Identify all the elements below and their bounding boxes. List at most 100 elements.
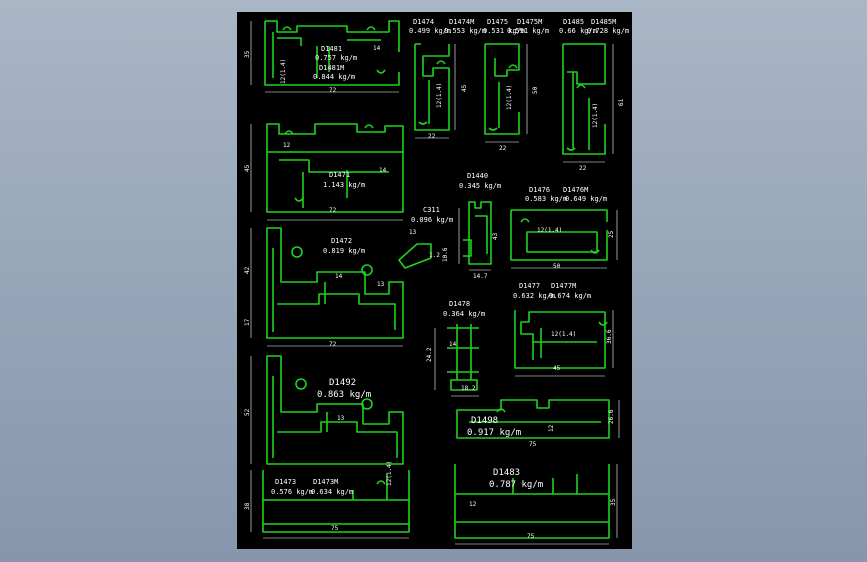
d1481-dim-14: 14 — [373, 45, 381, 52]
d1478-height: 24.2 — [426, 347, 433, 362]
d1476-code: D1476 — [529, 186, 551, 194]
d1477-mass: 0.632 kg/m — [513, 292, 556, 300]
d1485m-mass: 0.728 kg/m — [587, 27, 630, 35]
d1485-code: D1485 — [563, 18, 585, 26]
d1481-dim-12: 12(1.4) — [280, 58, 287, 84]
d1474-height: 45 — [461, 84, 468, 92]
profile-d1472 — [266, 227, 404, 339]
c311-dim-1: 1.2 — [429, 252, 440, 259]
d1475-height: 50 — [532, 86, 539, 94]
d1473-width: 75 — [331, 525, 339, 532]
d1440-mass: 0.345 kg/m — [459, 182, 502, 190]
d1476m-mass: 0.649 kg/m — [565, 195, 608, 203]
d1472-dim-14: 14 — [335, 273, 343, 280]
d1478-code: D1478 — [449, 300, 471, 308]
d1498-height: 26.6 — [608, 409, 615, 424]
d1477-height: 36.6 — [606, 329, 613, 344]
d1477-code: D1477 — [519, 282, 541, 290]
d1473-code: D1473 — [275, 478, 297, 486]
profile-d1498 — [456, 399, 610, 439]
d1440-height: 43 — [492, 232, 499, 240]
d1492-height: 52 — [244, 408, 251, 416]
d1474-mass: 0.499 kg/m — [409, 27, 452, 35]
profile-d1481 — [264, 20, 400, 86]
profile-c311 — [398, 243, 432, 269]
d1474-code: D1474 — [413, 18, 435, 26]
d1483-dim-12: 12 — [469, 501, 477, 508]
d1481m-code: D1481M — [319, 64, 345, 72]
d1478-dim-14: 14 — [449, 341, 457, 348]
d1474m-code: D1474M — [449, 18, 475, 26]
d1476-height: 25 — [608, 230, 615, 238]
d1472-width: 72 — [329, 341, 337, 348]
d1471-dim-12: 12 — [283, 142, 291, 149]
d1475-code: D1475 — [487, 18, 509, 26]
c311-dim-10: 10.6 — [442, 247, 449, 262]
d1477-dim-12: 12(1.4) — [551, 331, 577, 338]
d1492-mass: 0.863 kg/m — [317, 390, 372, 400]
d1498-dim-12: 12 — [548, 424, 555, 432]
d1478-mass: 0.364 kg/m — [443, 310, 486, 318]
profile-d1471 — [266, 123, 404, 213]
d1472-height-2: 17 — [244, 318, 251, 326]
d1475-width: 22 — [499, 145, 507, 152]
d1473-height: 38 — [244, 502, 251, 510]
d1477m-code: D1477M — [551, 282, 577, 290]
profile-d1485 — [562, 43, 606, 155]
d1471-dim-14: 14 — [379, 167, 387, 174]
d1478-width: 18.2 — [461, 385, 476, 392]
d1474-dim-12: 12(1.4) — [436, 82, 443, 108]
d1475m-code: D1475M — [517, 18, 543, 26]
d1483-code: D1483 — [493, 468, 521, 478]
d1481-width: 72 — [329, 87, 337, 94]
profile-d1477 — [514, 310, 608, 369]
d1477-width: 45 — [553, 365, 561, 372]
d1474m-mass: 0.553 kg/m — [444, 27, 487, 35]
d1476-dim-12: 12(1.4) — [537, 227, 563, 234]
profile-d1474 — [414, 43, 450, 131]
d1481-code: D1481 — [321, 45, 343, 53]
profile-d1476 — [510, 209, 608, 261]
d1472-height-1: 42 — [244, 266, 251, 274]
c311-mass: 0.096 kg/m — [411, 216, 454, 224]
d1485-width: 22 — [579, 165, 587, 172]
d1472-mass: 0.819 kg/m — [323, 247, 366, 255]
d1481-mass: 0.757 kg/m — [315, 54, 358, 62]
d1476-mass: 0.583 kg/m — [525, 195, 568, 203]
d1471-height: 45 — [244, 164, 251, 172]
profile-d1492 — [266, 355, 404, 465]
d1498-width: 75 — [529, 441, 537, 448]
d1485-dim-12: 12(1.4) — [592, 102, 599, 128]
d1481-height: 35 — [244, 50, 251, 58]
profile-d1475 — [484, 43, 520, 135]
profile-d1483 — [454, 464, 610, 539]
d1485m-code: D1485M — [591, 18, 617, 26]
d1472-code: D1472 — [331, 237, 353, 245]
c311-dim-13: 13 — [409, 229, 417, 236]
d1498-code: D1498 — [471, 416, 499, 426]
profile-d1478 — [447, 324, 479, 391]
profile-d1440 — [463, 201, 492, 265]
d1485-height: 61 — [618, 98, 625, 106]
d1475m-mass: 0.591 kg/m — [507, 27, 550, 35]
d1492-dim-13: 13 — [337, 415, 345, 422]
d1485-mass: 0.66 kg/m — [559, 27, 597, 35]
d1476-width: 50 — [553, 263, 561, 270]
d1483-mass: 0.787 kg/m — [489, 480, 544, 490]
d1475-dim-12: 12(1.4) — [506, 84, 513, 110]
d1476m-code: D1476M — [563, 186, 589, 194]
d1471-mass: 1.143 kg/m — [323, 181, 366, 189]
d1472-dim-13: 13 — [377, 281, 385, 288]
d1481m-mass: 0.844 kg/m — [313, 73, 356, 81]
d1471-width: 72 — [329, 207, 337, 214]
d1498-mass: 0.917 kg/m — [467, 428, 522, 438]
d1483-width: 75 — [527, 533, 535, 540]
d1477m-mass: 0.674 kg/m — [549, 292, 592, 300]
dimension-lines — [250, 21, 620, 545]
c311-code: C311 — [423, 206, 440, 214]
d1475-mass: 0.531 kg/m — [483, 27, 526, 35]
d1492-code: D1492 — [329, 378, 357, 388]
d1440-width: 14.7 — [473, 273, 488, 280]
d1471-code: D1471 — [329, 171, 351, 179]
d1473-dim-12: 12(1.4) — [386, 460, 393, 486]
